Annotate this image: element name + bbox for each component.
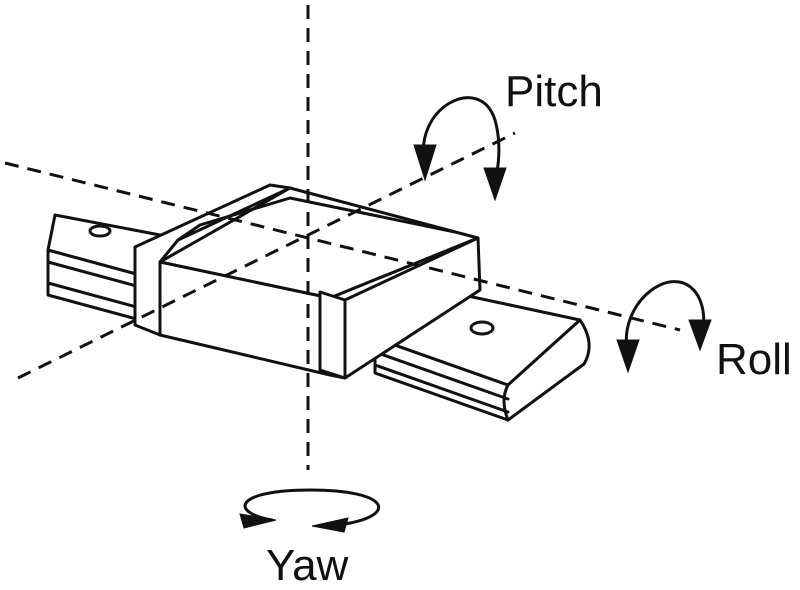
rail-left-mounting-hole xyxy=(88,224,112,238)
yaw-arrowhead-right xyxy=(311,517,349,533)
axes xyxy=(4,5,681,470)
carriage-top-chamfer xyxy=(176,196,457,242)
pitch-arrowhead-right xyxy=(483,167,507,202)
roll-axis xyxy=(4,161,681,332)
roll-label: Roll xyxy=(716,335,792,384)
pitch-arrow-curve xyxy=(421,96,501,182)
rail-left-groove-1 xyxy=(46,260,142,289)
rail-left xyxy=(46,213,162,322)
carriage-right-seal xyxy=(318,290,347,380)
roll-arrowhead-left xyxy=(616,339,640,374)
pitch-axis xyxy=(17,131,516,380)
rail-left-groove-2 xyxy=(46,281,142,310)
roll-rotation-arrow xyxy=(616,280,712,374)
roll-arrowhead-right xyxy=(688,319,712,352)
yaw-rotation-arrow xyxy=(239,488,380,533)
yaw-arrowhead-left xyxy=(239,513,277,529)
rail-right-groove-2 xyxy=(373,363,510,414)
pitch-rotation-arrow xyxy=(413,96,507,202)
rail-right-mounting-hole xyxy=(469,320,495,336)
pitch-label: Pitch xyxy=(505,67,603,116)
rail-right-groove-1 xyxy=(373,350,510,401)
pitch-arrowhead-left xyxy=(413,144,437,182)
rail-right-end-face xyxy=(502,318,591,422)
yaw-label: Yaw xyxy=(266,541,349,590)
yaw-arrow-curve xyxy=(243,488,380,526)
carriage-right-seal-edge xyxy=(343,236,480,302)
